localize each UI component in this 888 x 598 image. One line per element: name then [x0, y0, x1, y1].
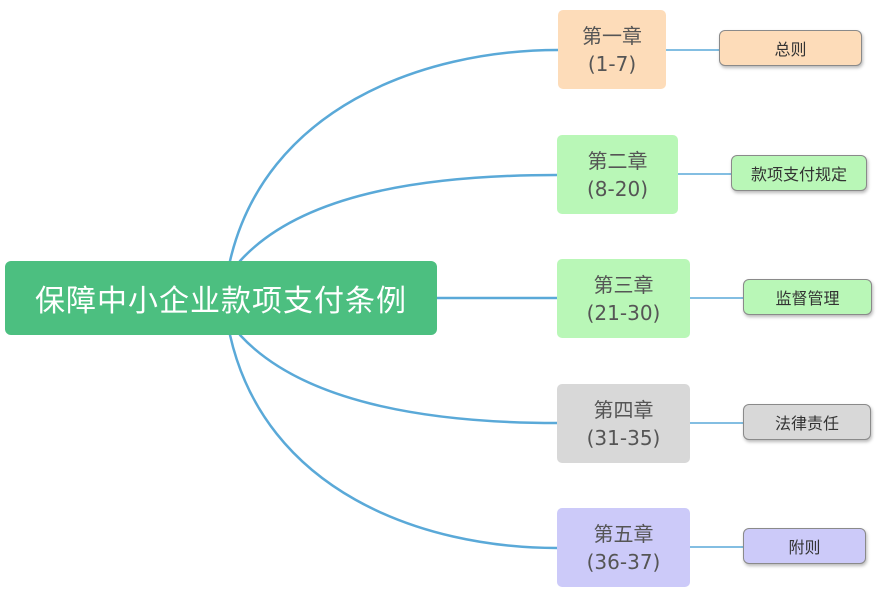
topic-node-3[interactable]: 监督管理: [743, 279, 872, 315]
chapter-node-2[interactable]: 第二章 (8-20): [557, 135, 678, 214]
connector-root-chapter-2: [238, 173, 559, 263]
chapter-title: 第五章: [593, 521, 654, 546]
topic-label: 附则: [788, 538, 821, 557]
chapter-node-1[interactable]: 第一章 (1-7): [558, 10, 666, 89]
connector-root-chapter-1: [228, 48, 560, 263]
chapter-title: 第三章: [593, 272, 654, 297]
connector-root-chapter-4: [238, 333, 559, 425]
chapter-title: 第四章: [593, 397, 654, 422]
chapter-range: (21-30): [586, 300, 661, 325]
topic-label: 法律责任: [774, 414, 839, 433]
root-node[interactable]: 保障中小企业款项支付条例: [5, 261, 437, 335]
chapter-node-5[interactable]: 第五章 (36-37): [557, 508, 690, 587]
chapter-range: (1-7): [587, 51, 637, 76]
topic-node-2[interactable]: 款项支付规定: [731, 155, 867, 191]
connector-root-chapter-5: [228, 333, 559, 550]
chapter-range: (36-37): [586, 549, 661, 574]
topic-node-4[interactable]: 法律责任: [743, 404, 871, 440]
topic-label: 款项支付规定: [750, 165, 847, 184]
topic-label: 监督管理: [775, 289, 840, 308]
chapter-node-4[interactable]: 第四章 (31-35): [557, 384, 690, 463]
chapter-title: 第二章: [587, 148, 648, 173]
topic-node-1[interactable]: 总则: [719, 30, 862, 66]
chapter-title: 第一章: [582, 23, 642, 48]
root-title: 保障中小企业款项支付条例: [35, 284, 407, 319]
topic-label: 总则: [774, 40, 807, 59]
chapter-range: (8-20): [587, 176, 648, 201]
chapter-range: (31-35): [586, 425, 661, 450]
chapter-node-3[interactable]: 第三章 (21-30): [557, 259, 690, 338]
topic-node-5[interactable]: 附则: [743, 528, 866, 564]
